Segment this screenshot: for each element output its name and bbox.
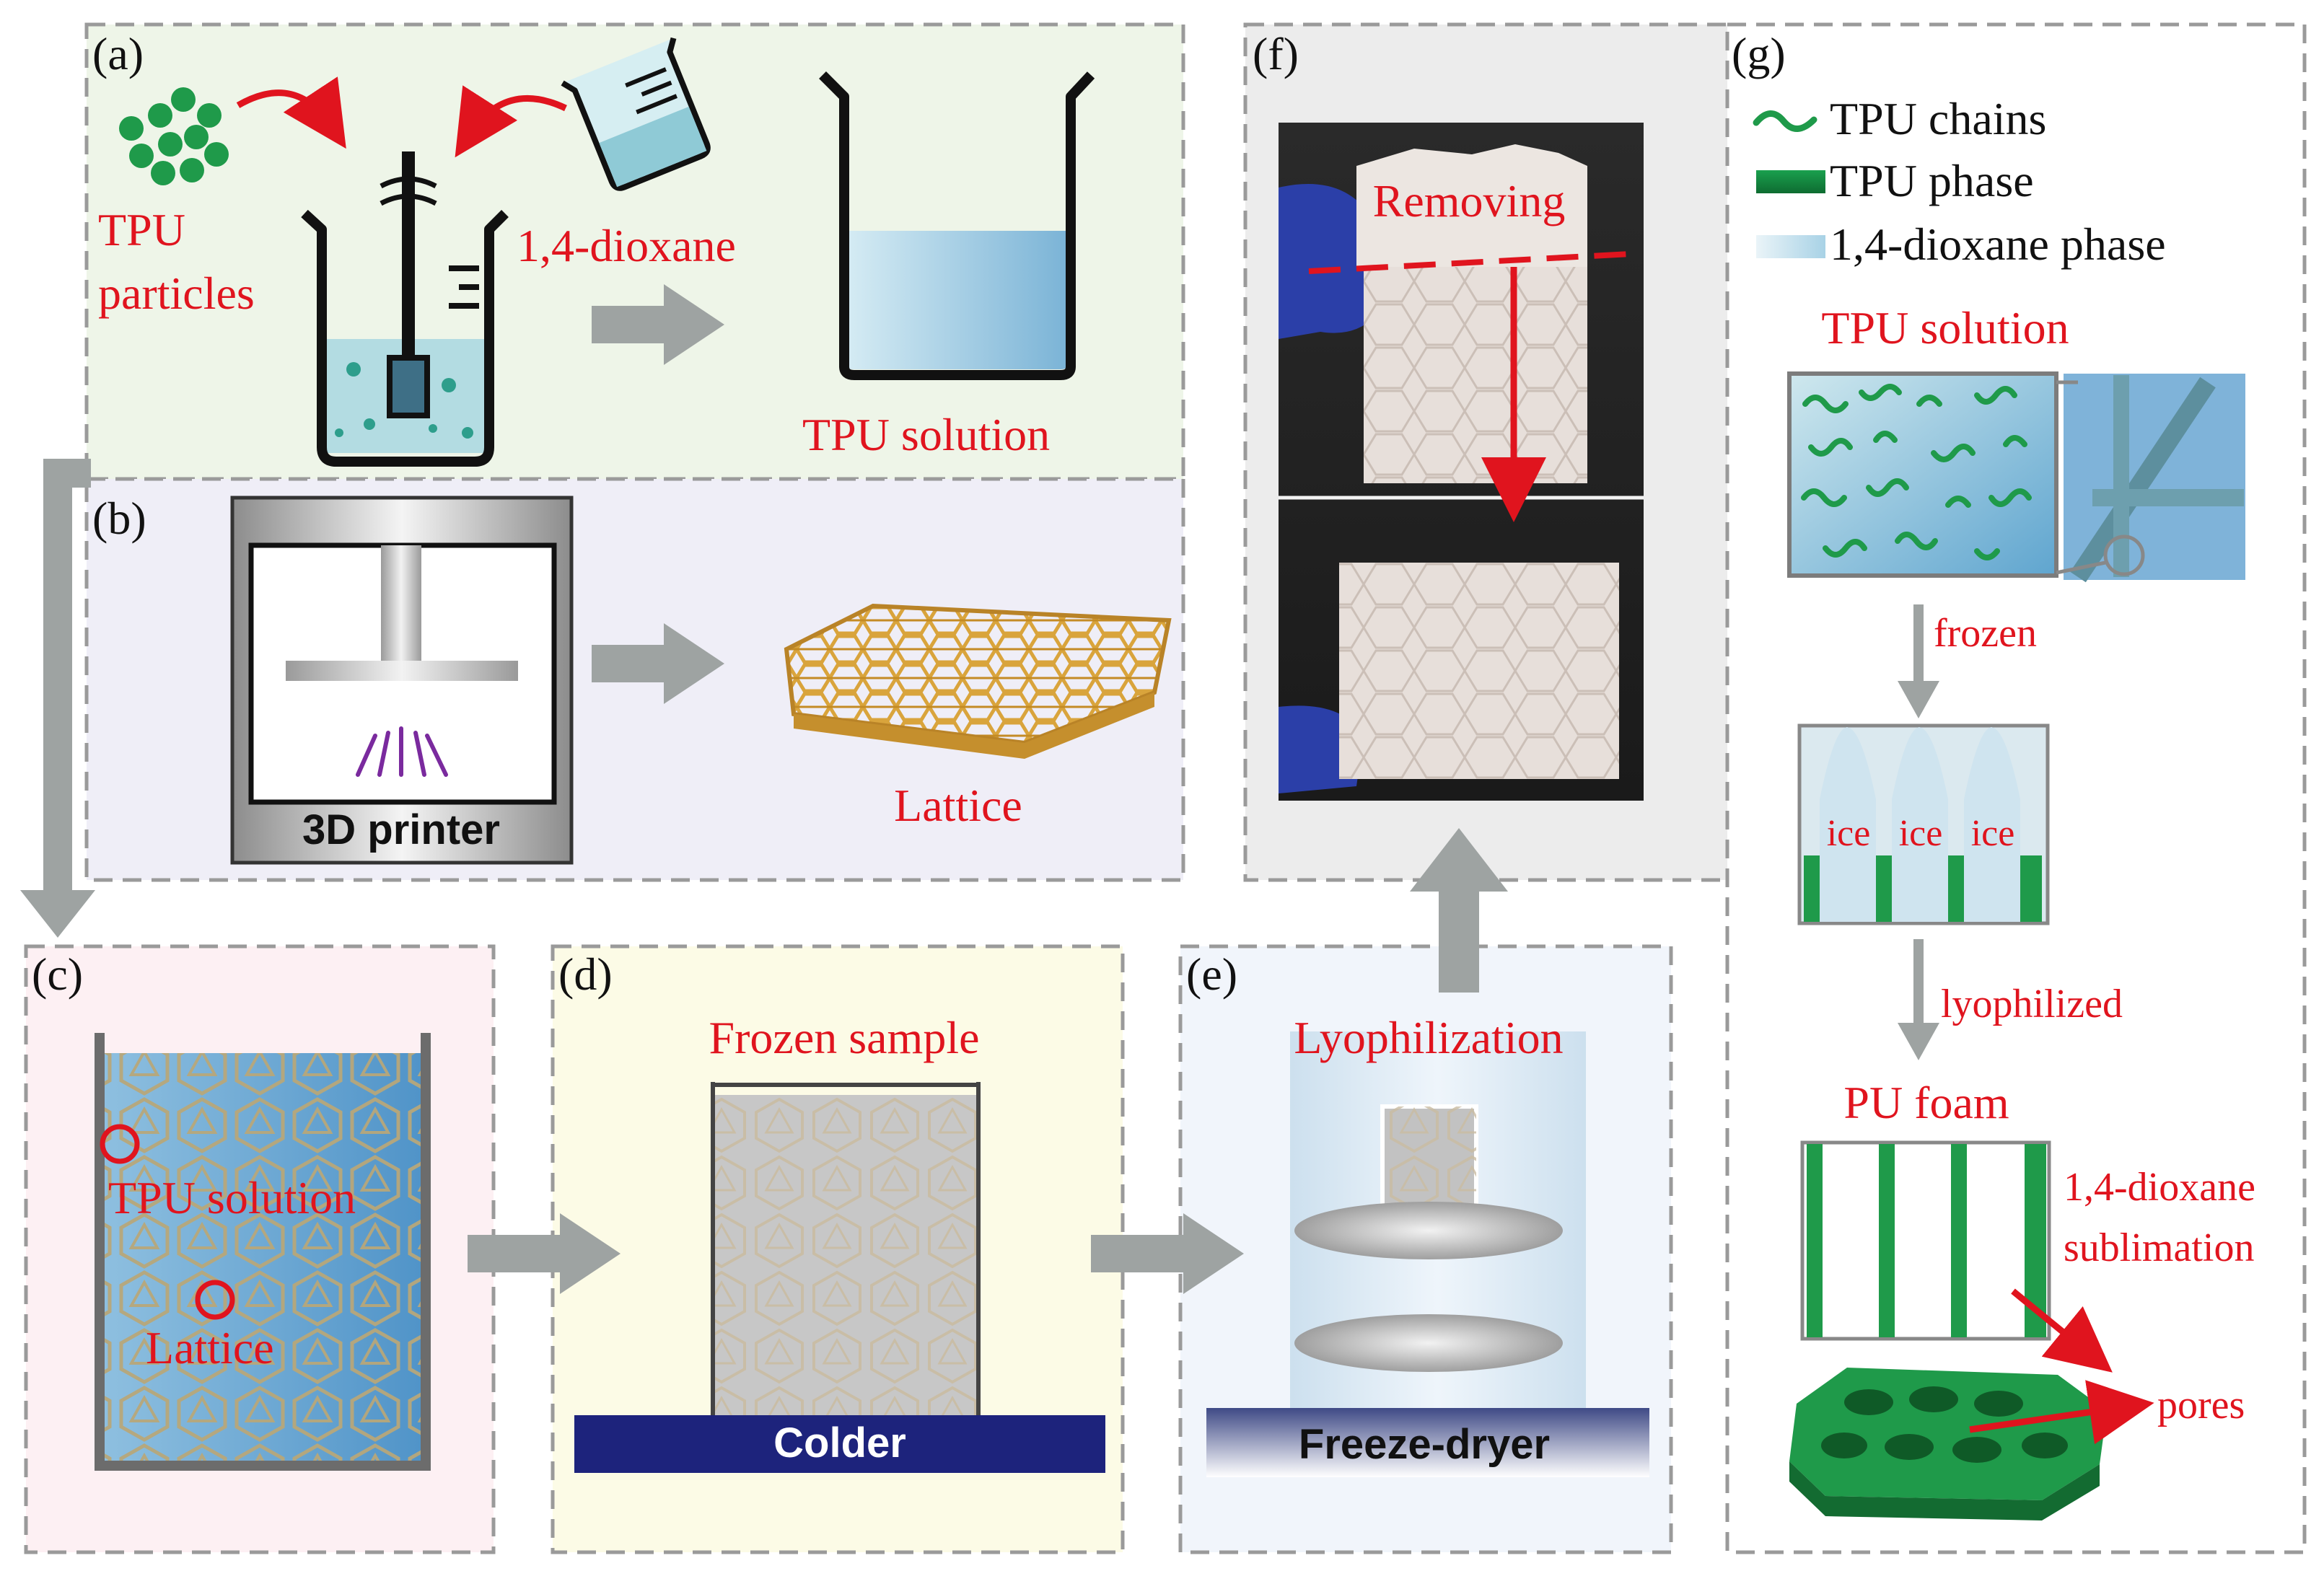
freeze-dryer-lower-shelf: [1294, 1314, 1563, 1372]
freeze-dryer-upper-shelf: [1294, 1202, 1563, 1259]
legend-phase-label: TPU phase: [1830, 155, 2034, 206]
e-to-f-gray-arrow: [1410, 828, 1508, 993]
tpu-particles-icon: [119, 87, 229, 185]
tpu-solution-label-g: TPU solution: [1821, 302, 2069, 353]
lyophilized-step-label: lyophilized: [1941, 982, 2123, 1026]
ice-label-2: ice: [1899, 813, 1943, 854]
stirred-beaker-icon: [301, 151, 509, 467]
lattice-label-b: Lattice: [894, 780, 1022, 831]
legend-solvent-swatch: [1756, 235, 1825, 258]
panel-d-label: (d): [558, 949, 613, 1000]
lattice-label-c: Lattice: [146, 1322, 274, 1373]
colder-label: Colder: [773, 1420, 906, 1466]
pu-foam-inset: [1800, 1140, 2051, 1341]
tpu-solution-label-a: TPU solution: [802, 409, 1050, 460]
frozen-gray-arrow: [1898, 604, 1939, 718]
3d-printer-icon: [230, 496, 574, 865]
legend-solvent-label: 1,4-dioxane phase: [1830, 219, 2166, 270]
lattice-marker-circle: [195, 1280, 235, 1320]
legend-chain-icon: [1753, 110, 1817, 132]
tpu-particles-label: TPU particles: [98, 204, 255, 319]
removing-photo: [1279, 123, 1644, 801]
lyophilized-sample-icon: [1380, 1104, 1478, 1218]
panel-b-label: (b): [92, 493, 146, 544]
tpu-solution-inset: [1787, 371, 2058, 578]
dioxane-label: 1,4-dioxane: [517, 220, 736, 271]
freeze-dryer-base: [1206, 1408, 1649, 1477]
legend-phase-swatch: [1756, 170, 1825, 193]
strut-inset: [2056, 374, 2245, 583]
a-to-c-gray-arrow: [20, 459, 95, 938]
sublimation-red-arrow: [2011, 1288, 2113, 1373]
ice-label-3: ice: [1971, 813, 2015, 854]
pores-red-arrow: [1969, 1380, 2154, 1445]
c-to-d-gray-arrow: [468, 1213, 621, 1294]
panel-b-gray-arrow: [592, 623, 724, 704]
solution-marker-circle: [100, 1124, 140, 1164]
lyophilized-gray-arrow: [1898, 939, 1939, 1060]
removing-label: Removing: [1373, 175, 1566, 226]
colder-plate: [574, 1415, 1105, 1473]
sublimation-label: 1,4-dioxane sublimation: [2064, 1165, 2266, 1270]
tpu-solution-label-c: TPU solution: [108, 1172, 356, 1223]
legend-chain-label: TPU chains: [1830, 93, 2046, 144]
ice-label-1: ice: [1827, 813, 1871, 854]
freeze-dryer-label: Freeze-dryer: [1299, 1421, 1550, 1468]
frozen-sample-icon: [711, 1082, 981, 1415]
lyophilization-title: Lyophilization: [1294, 1012, 1563, 1063]
immersion-beaker-icon: [95, 1033, 431, 1471]
pouring-beaker-icon: [561, 37, 711, 191]
frozen-ice-inset: [1797, 723, 2050, 925]
panel-a-gray-arrow: [592, 284, 724, 365]
frozen-step-label: frozen: [1934, 611, 2037, 656]
panel-f-label: (f): [1253, 28, 1299, 79]
porous-foam-icon: [1789, 1368, 2107, 1521]
panel-a-label: (a): [92, 28, 144, 79]
panel-g-label: (g): [1732, 28, 1786, 79]
3d-printer-label: 3D printer: [302, 806, 500, 853]
d-to-e-gray-arrow: [1091, 1213, 1244, 1294]
solvent-red-arrow: [455, 85, 567, 158]
panel-c-label: (c): [32, 949, 83, 1000]
pu-foam-label: PU foam: [1843, 1077, 2009, 1128]
frozen-sample-title: Frozen sample: [709, 1012, 980, 1063]
lattice-3d-icon: [784, 603, 1172, 759]
panel-e-label: (e): [1186, 949, 1237, 1000]
tpu-solution-beaker-icon: [819, 71, 1095, 380]
pores-label: pores: [2157, 1383, 2245, 1427]
particles-red-arrow: [236, 76, 346, 149]
